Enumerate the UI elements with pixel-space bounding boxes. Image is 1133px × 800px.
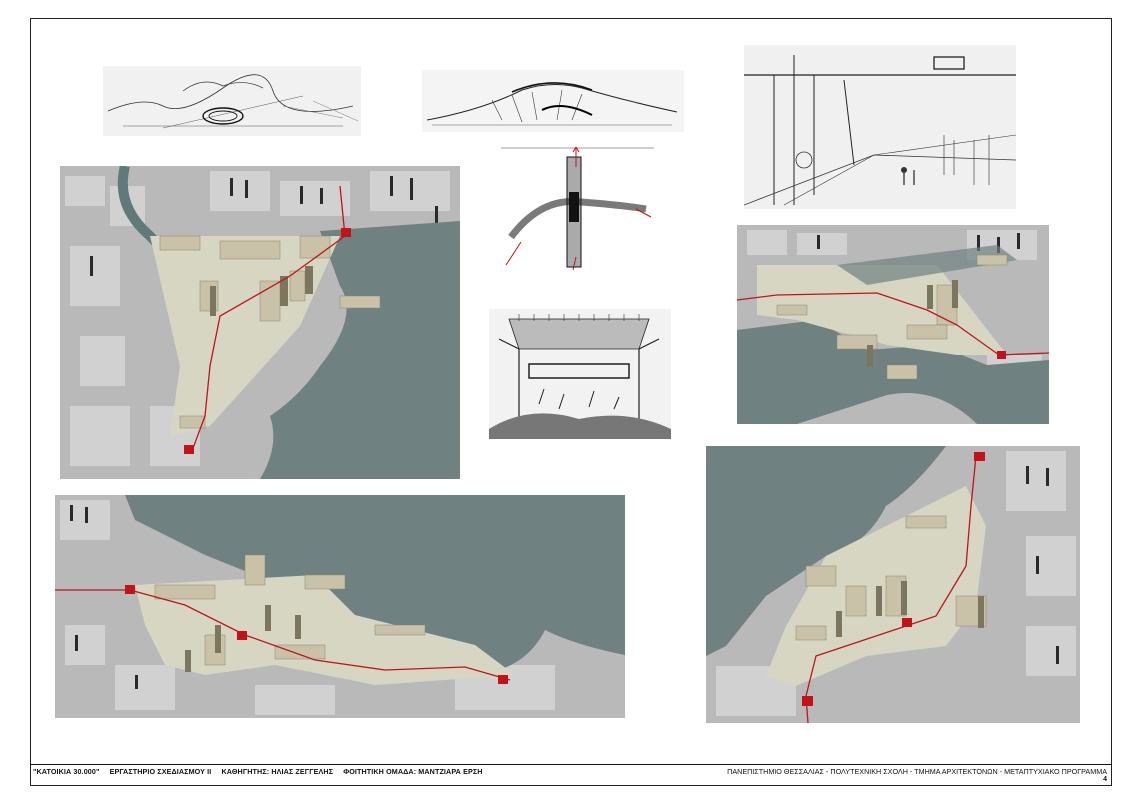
sketch-perspective-plaza [744,45,1016,209]
render-aerial-view-3 [55,495,625,718]
footer-project: "ΚΑΤΟΙΚΙΑ 30.000" [33,767,100,776]
page-number: 4 [1103,776,1107,783]
sketch-cross-diagram [501,147,654,270]
footer-professor: ΚΑΘΗΓΗΤΗΣ: ΗΛΙΑΣ ΖΕΓΓΕΛΗΣ [221,767,334,776]
footer-studio: ΕΡΓΑΣΤΗΡΙΟ ΣΧΕΔΙΑΣΜΟΥ ΙΙ [109,767,212,776]
sketch-interior-bridge [489,309,671,439]
render-aerial-view-2 [737,225,1049,424]
render-aerial-view-1 [60,166,460,479]
footer-credits: "ΚΑΤΟΙΚΙΑ 30.000" ΕΡΓΑΣΤΗΡΙΟ ΣΧΕΔΙΑΣΜΟΥ … [33,767,491,776]
sketch-landscape-bridge [422,70,684,132]
footer-rule [30,764,1112,765]
footer-team: ΦΟΙΤΗΤΙΚΗ ΟΜΑΔΑ: ΜΑΝΤΖΙΑΡΑ ΕΡΣΗ [343,767,483,776]
sketch-landscape-left [103,66,361,136]
footer-institution: ΠΑΝΕΠΙΣΤΗΜΙΟ ΘΕΣΣΑΛΙΑΣ - ΠΟΛΥΤΕΧΝΙΚΗ ΣΧΟ… [727,767,1107,776]
render-aerial-view-4 [706,446,1080,723]
sheet-border [30,18,1112,786]
